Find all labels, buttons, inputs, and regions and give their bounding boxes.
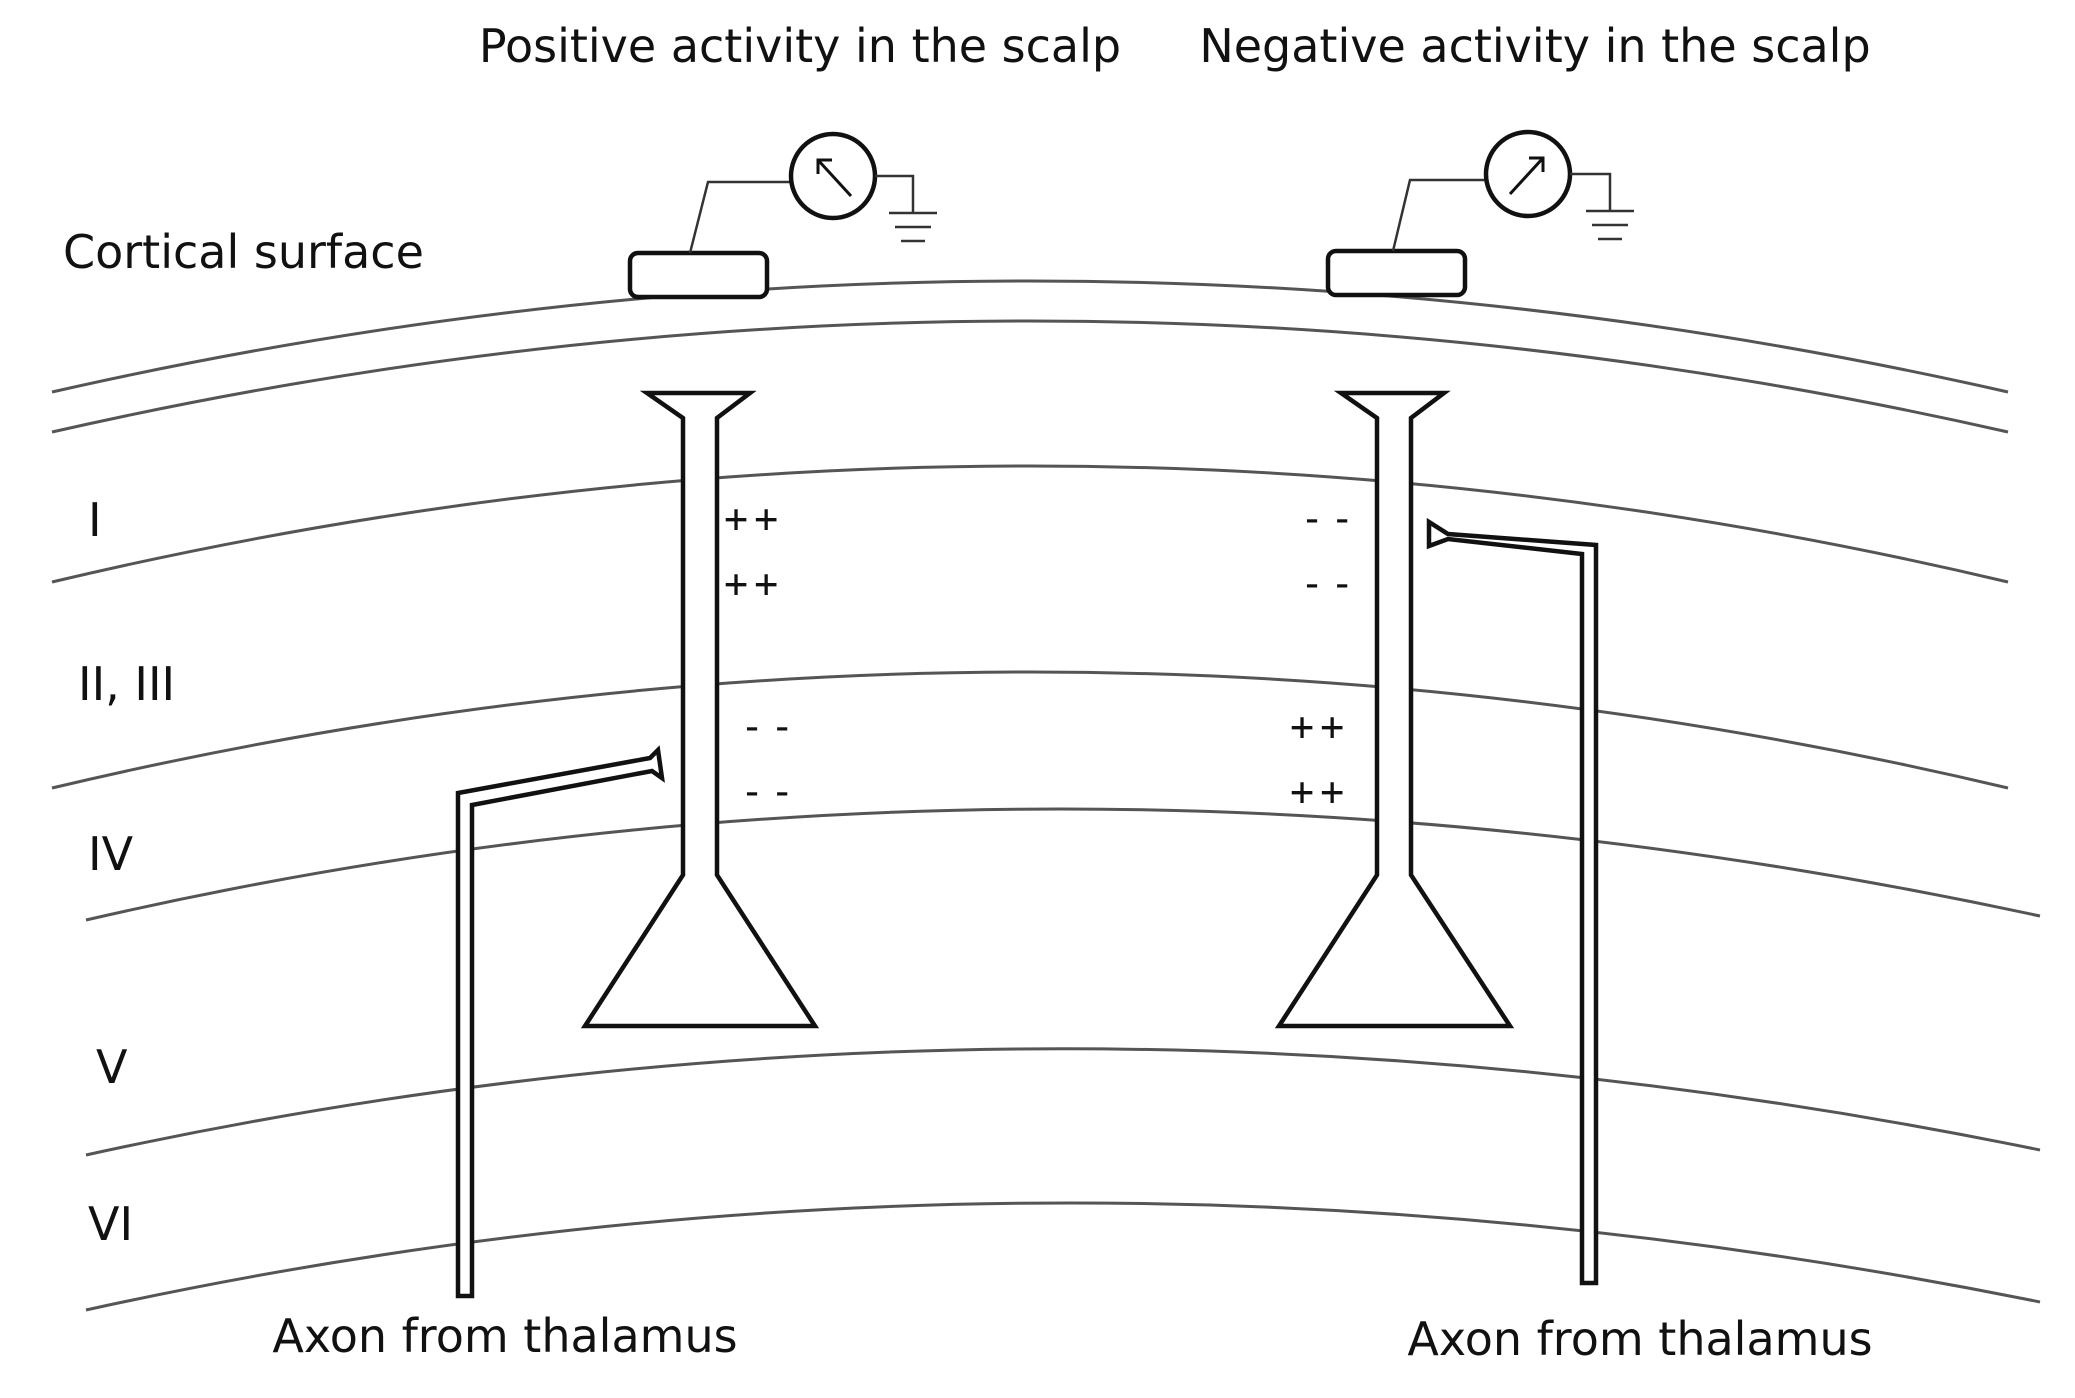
charge-left-lower-2: -- [740, 769, 800, 815]
charge-right-upper-2: -- [1300, 561, 1360, 607]
charge-right-upper-1: -- [1300, 496, 1360, 542]
right-electrode-setup [1325, 129, 1634, 298]
charge-left-upper-2: ++ [724, 561, 784, 607]
boundary-layer-4-5 [85, 807, 2041, 922]
positive-activity-title: Positive activity in the scalp [479, 19, 1121, 73]
layer-ii-iii-label: II, III [78, 657, 175, 711]
boundary-layer-6-bottom [85, 1201, 2041, 1312]
left-thalamic-axon [455, 745, 665, 1299]
charge-right-lower-1: ++ [1290, 704, 1350, 750]
layer-vi-label: VI [88, 1197, 133, 1251]
left-meter-arrowhead [816, 158, 832, 174]
left-ground-wire [875, 174, 915, 213]
right-electrode [1325, 248, 1468, 298]
charge-left-lower-1: -- [740, 704, 800, 750]
negative-activity-title: Negative activity in the scalp [1199, 19, 1870, 73]
layer-v-label: V [96, 1040, 128, 1094]
axon-left-label: Axon from thalamus [272, 1309, 737, 1363]
charge-right-lower-2: ++ [1290, 769, 1350, 815]
surface-line-outer [51, 279, 2009, 394]
left-electrode-setup [627, 131, 937, 300]
layer-boundaries [51, 279, 2041, 1312]
surface-line-inner [51, 319, 2009, 434]
right-meter-arrowhead [1529, 156, 1545, 172]
right-ground-wire [1570, 172, 1612, 211]
left-electrode-wire [688, 180, 791, 254]
layer-i-label: I [88, 493, 102, 547]
boundary-layer-3-4 [51, 670, 2009, 790]
right-ground-icon [1586, 209, 1634, 241]
left-pyramidal-neuron [580, 390, 820, 1029]
left-ground-icon [889, 211, 937, 243]
axon-right-label: Axon from thalamus [1407, 1312, 1872, 1366]
layer-iv-label: IV [88, 827, 134, 881]
right-pyramidal-neuron [1274, 390, 1515, 1029]
boundary-layer-1-2 [51, 464, 2009, 584]
cortical-surface-label: Cortical surface [63, 225, 424, 279]
boundary-layer-5-6 [85, 1047, 2041, 1157]
right-meter-needle [1508, 156, 1545, 196]
left-meter-needle [816, 158, 853, 198]
charge-left-upper-1: ++ [724, 496, 784, 542]
right-electrode-wire [1391, 178, 1486, 252]
left-electrode [627, 250, 770, 300]
right-thalamic-axon [1426, 517, 1599, 1286]
